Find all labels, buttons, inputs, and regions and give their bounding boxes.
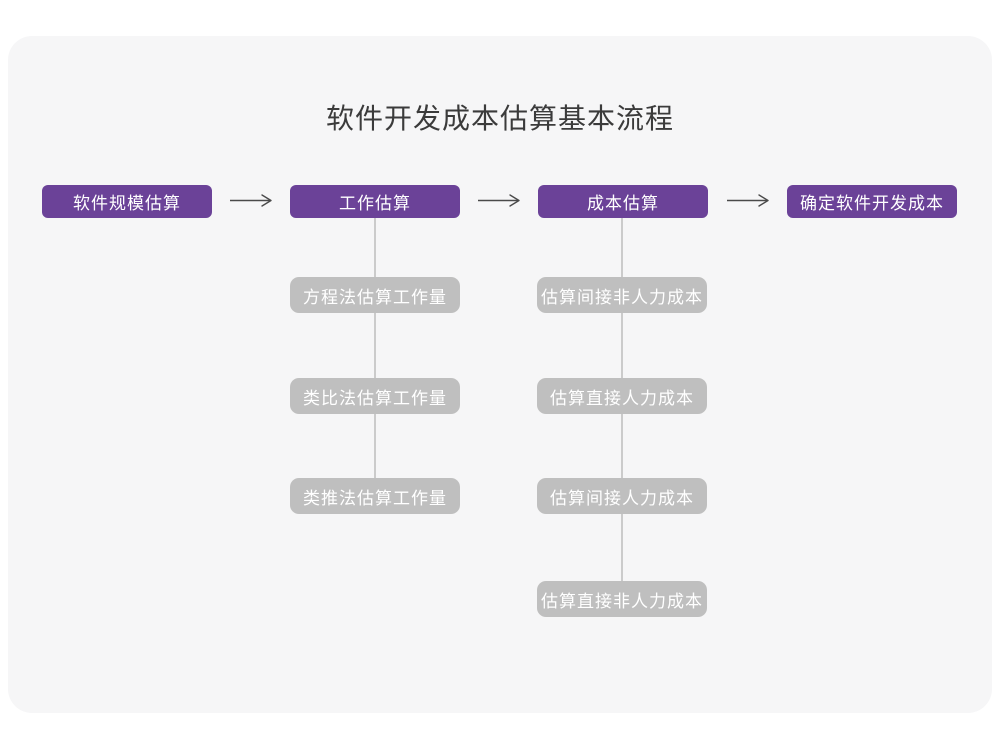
substep-direct-nonlabor-cost: 估算直接非人力成本 bbox=[537, 581, 707, 617]
substep-indirect-labor-cost: 估算间接人力成本 bbox=[537, 478, 707, 514]
flow-arrow-icon bbox=[726, 193, 770, 208]
flow-node-cost-estimation: 成本估算 bbox=[538, 185, 708, 218]
flow-node-software-scale-estimation: 软件规模估算 bbox=[42, 185, 212, 218]
substep-analogy-method: 类比法估算工作量 bbox=[290, 378, 460, 414]
substep-indirect-nonlabor-cost: 估算间接非人力成本 bbox=[537, 277, 707, 313]
diagram-card bbox=[8, 36, 992, 713]
diagram-title: 软件开发成本估算基本流程 bbox=[325, 103, 674, 134]
flow-arrow-icon bbox=[229, 193, 273, 208]
flow-arrow-icon bbox=[477, 193, 521, 208]
flow-node-determine-dev-cost: 确定软件开发成本 bbox=[787, 185, 957, 218]
substep-equation-method: 方程法估算工作量 bbox=[290, 277, 460, 313]
connector-line-work-estimation bbox=[374, 218, 376, 496]
substep-direct-labor-cost: 估算直接人力成本 bbox=[537, 378, 707, 414]
substep-extrapolation-method: 类推法估算工作量 bbox=[290, 478, 460, 514]
flow-node-work-estimation: 工作估算 bbox=[290, 185, 460, 218]
